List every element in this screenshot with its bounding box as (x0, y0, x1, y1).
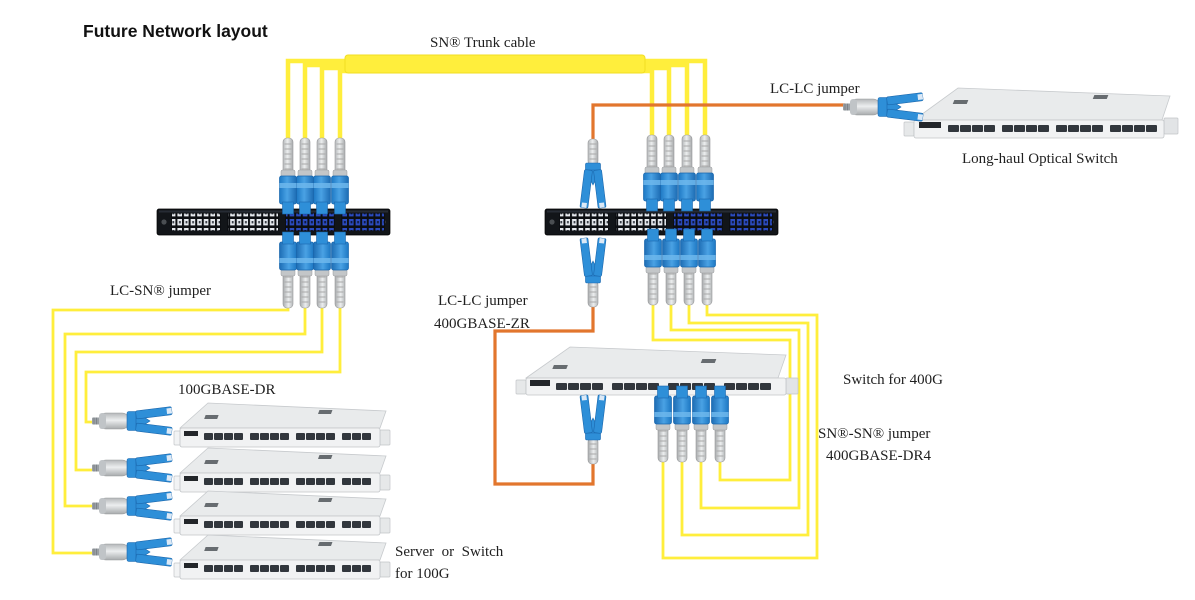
lc-duplex-connector (91, 537, 173, 567)
lc-sn-jumper-cable (74, 305, 324, 472)
long-haul-switch-label: Long-haul Optical Switch (962, 151, 1118, 167)
sn-sn-jumper-label-line1: SN®-SN® jumper (818, 426, 930, 442)
switch-400g-label: Switch for 400G (843, 372, 943, 388)
sn-connector (279, 231, 297, 309)
switch-left-ear (515, 379, 527, 395)
page-title: Future Network layout (83, 21, 268, 41)
lc-duplex-connector (579, 237, 607, 308)
sn-connector (313, 231, 331, 309)
sn-connector (279, 137, 297, 215)
transceiver-100g-label: 100GBASE-DR (178, 382, 276, 398)
trunk-drop-cable (337, 68, 347, 140)
trunk-drop-cable (302, 62, 347, 140)
server-100g-label-line2: for 100G (395, 566, 450, 582)
switch-right-ear (785, 377, 799, 395)
lc-sn-jumper-label: LC-SN® jumper (110, 283, 211, 299)
sn-connector (673, 385, 691, 463)
lc-lc-jumper-mid-label-line1: LC-LC jumper (438, 293, 528, 309)
sn-connector (696, 134, 714, 212)
long-haul-optical-switch (903, 87, 1179, 139)
lc-lc-jumper-top-label: LC-LC jumper (770, 81, 860, 97)
sn-sn-jumper-cable (669, 301, 801, 510)
lc-lc-jumper-mid-label-line2: 400GBASE-ZR (434, 316, 530, 332)
sn-connector (680, 228, 698, 306)
fiber-patch-panel-left (156, 208, 391, 236)
switch-left-ear (903, 121, 915, 137)
lc-sn-jumper-cable (51, 305, 290, 555)
lc-sn-jumper-cables (51, 305, 342, 555)
sn-connector (662, 228, 680, 306)
lc-lc-jumper-cables (493, 103, 845, 486)
lc-sn-jumper-cable (63, 305, 307, 508)
trunk-drop-cable (285, 58, 347, 140)
sn-sn-jumper-cable (680, 301, 810, 537)
lc-sn-jumper-cable (84, 305, 342, 424)
lc-duplex-connector (579, 138, 607, 209)
switch-right-ear (1163, 117, 1179, 135)
trunk-drop-cable (319, 65, 347, 140)
sn-connector (698, 228, 716, 306)
server-100g-label-line1: Server or Switch (395, 544, 504, 560)
switch-for-400g (515, 346, 799, 396)
sn-connector (296, 231, 314, 309)
fiber-patch-panel-right (544, 208, 779, 236)
trunk-drop-cables-left (285, 58, 347, 140)
trunk-drop-cable (643, 62, 690, 137)
sn-sn-jumper-cable (651, 301, 792, 482)
sn-connector (643, 134, 661, 212)
lc-duplex-connector (91, 453, 173, 483)
sn-connector (296, 137, 314, 215)
sn-connector (313, 137, 331, 215)
sn-connector (711, 385, 729, 463)
sn-connector (678, 134, 696, 212)
sn-sn-jumper-cables (651, 301, 819, 560)
sn-connector (692, 385, 710, 463)
lc-lc-jumper-to-long-haul (591, 103, 845, 140)
trunk-drop-cable (643, 65, 672, 137)
server-100g-4 (173, 534, 391, 580)
lc-duplex-connector (579, 394, 607, 465)
sn-connector (331, 137, 349, 215)
trunk-drop-cable (643, 68, 655, 137)
sn-connector (654, 385, 672, 463)
sn-sn-jumper-cable (661, 301, 819, 560)
switch-top-face (912, 87, 1171, 121)
sn-sn-jumper-label-line2: 400GBASE-DR4 (826, 448, 932, 464)
lc-duplex-connector (91, 491, 173, 521)
server-100g-3 (173, 490, 391, 536)
server-100g-2 (173, 447, 391, 493)
lc-duplex-connector (91, 406, 173, 436)
lc-lc-jumper-400gbase-zr (493, 303, 595, 486)
trunk-drop-cable (643, 58, 708, 137)
sn-connector (660, 134, 678, 212)
trunk-cable-label: SN® Trunk cable (430, 35, 536, 51)
trunk-drop-cables-right (643, 58, 708, 137)
switch-top-face (524, 346, 787, 379)
sn-trunk-cable (344, 54, 646, 74)
sn-connector (331, 231, 349, 309)
server-100g-1 (173, 402, 391, 448)
sn-connector (644, 228, 662, 306)
